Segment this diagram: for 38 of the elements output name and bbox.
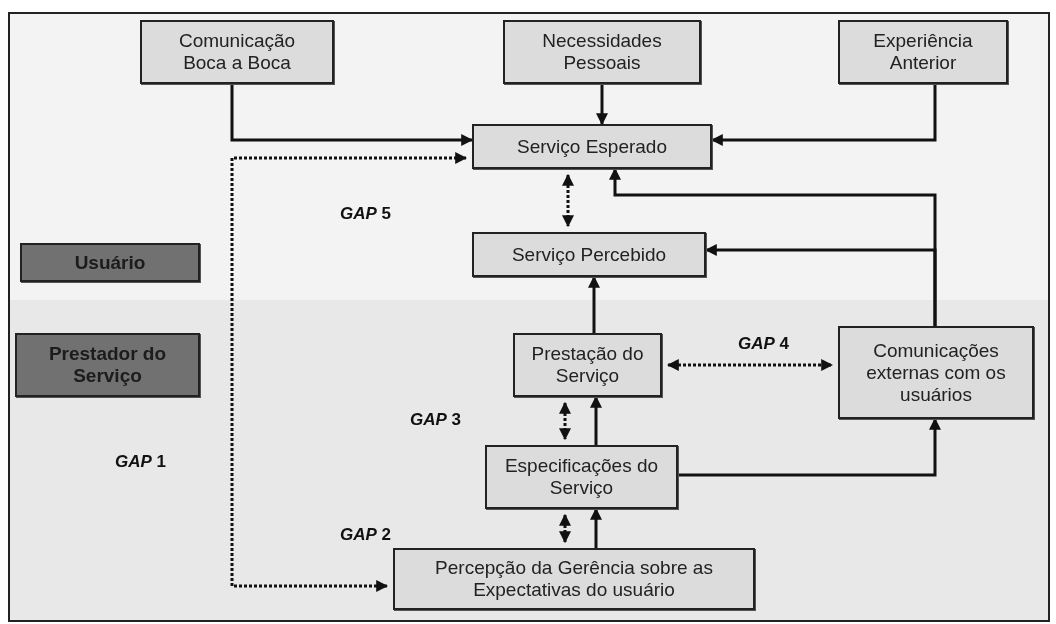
gap-label: GAP 3: [410, 410, 462, 430]
node-label: Prestação do Serviço: [530, 343, 645, 387]
factor-box: [503, 20, 701, 84]
process-box: [838, 326, 1034, 419]
node-label: Serviço Percebido: [510, 243, 668, 266]
node-label: Prestador do Serviço: [47, 343, 168, 387]
gap-arrow: [562, 173, 574, 228]
node-label: Especificações do Serviço: [503, 455, 660, 499]
process-box: [393, 548, 755, 610]
node-label: Comunicações externas com os usuários: [865, 339, 1007, 406]
node-label: Percepção da Gerência sobre as Expectativas do usuário: [434, 557, 714, 601]
node-label: Necessidades Pessoais: [541, 30, 663, 74]
gap-label: GAP 4: [738, 334, 790, 354]
process-box: [472, 232, 706, 277]
gap-label: GAP 2: [340, 525, 392, 545]
gap-arrow: [230, 152, 468, 592]
arrow: [590, 395, 602, 445]
arrow: [596, 84, 608, 126]
process-box: [513, 333, 662, 397]
side-label-box: [20, 243, 200, 282]
factor-box: [838, 20, 1008, 84]
arrow: [678, 417, 941, 477]
node-label: Experiência Anterior: [872, 30, 974, 74]
gap-arrow: [666, 359, 834, 371]
arrow: [588, 275, 600, 333]
gap-arrow: [559, 513, 571, 544]
process-box: [472, 124, 712, 169]
process-box: [485, 445, 678, 509]
factor-box: [140, 20, 334, 84]
node-label: Serviço Esperado: [516, 135, 668, 158]
arrow: [230, 84, 474, 146]
side-label-box: [15, 333, 200, 397]
node-label: Comunicação Boca a Boca: [177, 30, 297, 74]
gap-arrow: [559, 401, 571, 441]
gap-label: GAP 5: [340, 204, 392, 224]
arrow: [590, 507, 602, 548]
node-label: Usuário: [73, 251, 147, 274]
gap-label: GAP 1: [115, 452, 167, 472]
